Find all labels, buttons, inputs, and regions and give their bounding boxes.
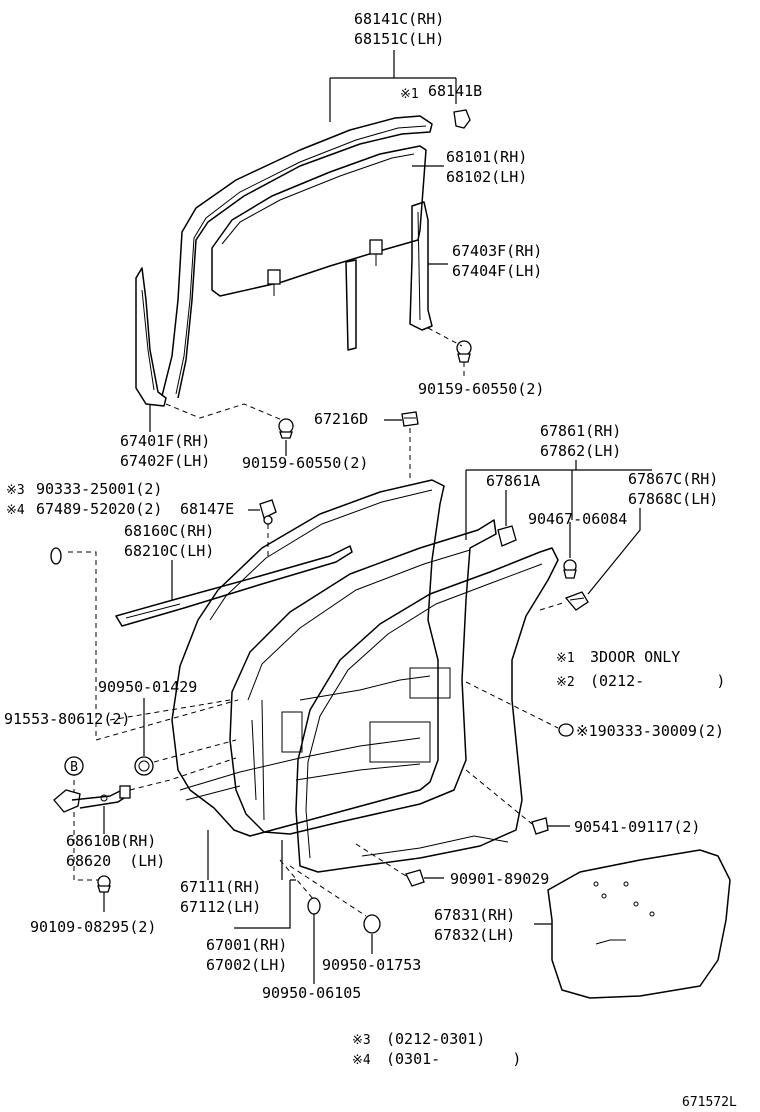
label-67403f-rh: 67403F(RH) bbox=[452, 242, 542, 260]
label-68141b: 68141B bbox=[428, 82, 482, 100]
label-90950-01753: 90950-01753 bbox=[322, 956, 421, 974]
label-68610b-rh: 68610B(RH) bbox=[66, 832, 156, 850]
glass-run-channel bbox=[161, 115, 433, 399]
clip-68141b bbox=[453, 109, 471, 129]
clip-67861a bbox=[497, 525, 517, 547]
label-67868c-lh: 67868C(LH) bbox=[628, 490, 718, 508]
dash-67001-b bbox=[289, 865, 367, 917]
dash-90901 bbox=[355, 843, 407, 877]
grommet-90333-30009 bbox=[558, 723, 574, 737]
drawing-number: 671572L bbox=[682, 1095, 737, 1110]
clip-67216d bbox=[401, 411, 419, 427]
leader-68141c bbox=[329, 50, 457, 122]
note-4-mark: ※4 bbox=[352, 1053, 371, 1068]
label-67832-lh: 67832(LH) bbox=[434, 926, 515, 944]
label-90159-60550-b: 90159-60550(2) bbox=[242, 454, 368, 472]
bolt-90159-lower bbox=[278, 418, 294, 439]
mark-4-left: ※4 bbox=[6, 503, 25, 518]
label-91553-80612: 91553-80612(2) bbox=[4, 710, 130, 728]
label-90333-25001: 90333-25001(2) bbox=[36, 480, 162, 498]
label-68141c-rh: 68141C(RH) bbox=[354, 10, 444, 28]
plug-90950-06105 bbox=[307, 897, 321, 915]
note-1-text: 3DOOR ONLY bbox=[590, 648, 680, 666]
label-68101-rh: 68101(RH) bbox=[446, 148, 527, 166]
mark-3-left: ※3 bbox=[6, 483, 25, 498]
door-check bbox=[53, 785, 131, 813]
dash-91553 bbox=[73, 699, 231, 794]
dash-90950-01429 bbox=[153, 739, 237, 763]
label-90541-09117: 90541-09117(2) bbox=[574, 818, 700, 836]
clip-90541 bbox=[531, 817, 549, 835]
dash-90159-top bbox=[427, 327, 465, 378]
label-90159-60550-a: 90159-60550(2) bbox=[418, 380, 544, 398]
label-67401f-rh: 67401F(RH) bbox=[120, 432, 210, 450]
circle-b-marker: B bbox=[64, 756, 84, 776]
label-67404f-lh: 67404F(LH) bbox=[452, 262, 542, 280]
center-channel bbox=[345, 259, 357, 351]
service-hole-cover bbox=[547, 849, 731, 999]
label-90109-08295: 90109-08295(2) bbox=[30, 918, 156, 936]
label-67831-rh: 67831(RH) bbox=[434, 906, 515, 924]
plug-90950-01753 bbox=[363, 914, 381, 934]
grommet-90333-25001 bbox=[50, 547, 62, 565]
door-weatherstrip bbox=[295, 547, 559, 873]
door-glass bbox=[211, 145, 427, 297]
note-4-text: (0301- ) bbox=[386, 1050, 521, 1068]
note-1-mark: ※1 bbox=[556, 651, 575, 666]
label-67216d: 67216D bbox=[314, 410, 368, 428]
label-67001-rh: 67001(RH) bbox=[206, 936, 287, 954]
bolt-90109 bbox=[97, 875, 111, 893]
label-67402f-lh: 67402F(LH) bbox=[120, 452, 210, 470]
label-68210c-lh: 68210C(LH) bbox=[124, 542, 214, 560]
mark-1-top: ※1 bbox=[400, 87, 419, 102]
label-68151c-lh: 68151C(LH) bbox=[354, 30, 444, 48]
note-2-mark: ※2 bbox=[556, 675, 575, 690]
label-90950-06105: 90950-06105 bbox=[262, 984, 361, 1002]
circle-b-label: B bbox=[70, 760, 78, 775]
front-glass-run bbox=[135, 267, 167, 407]
label-67489-52020: 67489-52020(2) bbox=[36, 500, 162, 518]
label-90467-06084: 90467-06084 bbox=[528, 510, 627, 528]
rear-glass-run bbox=[409, 201, 433, 331]
outer-door-panel bbox=[171, 479, 445, 837]
leader-67867c bbox=[587, 508, 641, 595]
inner-door-panel bbox=[229, 519, 497, 835]
label-68102-lh: 68102(LH) bbox=[446, 168, 527, 186]
note-2-text: (0212- ) bbox=[590, 672, 725, 690]
dash-90109 bbox=[73, 812, 100, 881]
dash-90333-25001 bbox=[68, 551, 239, 741]
clip-90901 bbox=[405, 869, 425, 887]
label-67112-lh: 67112(LH) bbox=[180, 898, 261, 916]
note-3-mark: ※3 bbox=[352, 1033, 371, 1048]
label-68160c-rh: 68160C(RH) bbox=[124, 522, 214, 540]
label-68147e: 68147E bbox=[180, 500, 234, 518]
label-67862-lh: 67862(LH) bbox=[540, 442, 621, 460]
label-90333-30009: ※190333-30009(2) bbox=[576, 722, 724, 740]
label-90901-89029: 90901-89029 bbox=[450, 870, 549, 888]
leader-67001 bbox=[234, 840, 296, 929]
window-molding bbox=[115, 545, 353, 627]
dash-90333-30009 bbox=[465, 681, 559, 729]
retainer-67867c bbox=[564, 591, 589, 611]
dash-67401f bbox=[165, 403, 283, 421]
label-90950-01429: 90950-01429 bbox=[98, 678, 197, 696]
label-67002-lh: 67002(LH) bbox=[206, 956, 287, 974]
plug-90950-01429 bbox=[134, 756, 154, 776]
note-3-text: (0212-0301) bbox=[386, 1030, 485, 1048]
dash-67867c bbox=[539, 601, 567, 611]
label-67861-rh: 67861(RH) bbox=[540, 422, 621, 440]
dash-67001-a bbox=[279, 859, 315, 901]
label-67867c-rh: 67867C(RH) bbox=[628, 470, 718, 488]
label-67111-rh: 67111(RH) bbox=[180, 878, 261, 896]
dash-68610b bbox=[129, 757, 237, 791]
clip-68147e bbox=[259, 499, 277, 525]
bolt-90159-top bbox=[456, 340, 472, 363]
label-67861a: 67861A bbox=[486, 472, 540, 490]
clip-90467 bbox=[563, 559, 577, 579]
label-68620-lh: 68620 (LH) bbox=[66, 852, 165, 870]
leader-67861 bbox=[465, 460, 652, 540]
